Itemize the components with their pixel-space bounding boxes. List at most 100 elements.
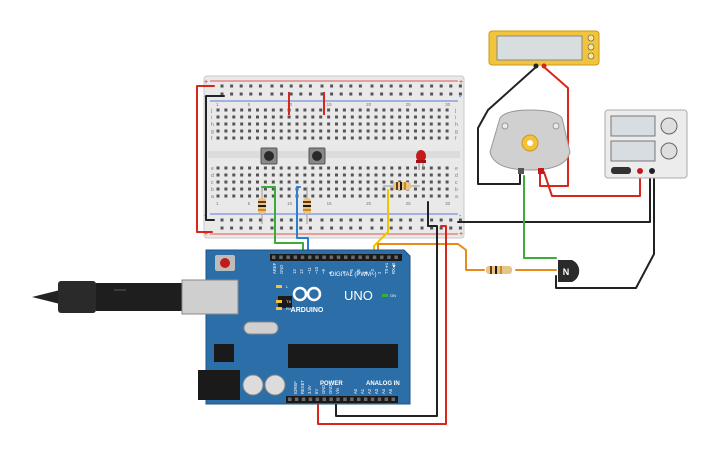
supply-voltage-knob-icon[interactable] xyxy=(660,117,678,135)
column-number: 10 xyxy=(287,201,293,206)
breadboard-hole xyxy=(429,187,433,191)
multimeter-knob-ohm-icon[interactable] xyxy=(587,52,595,60)
breadboard-hole xyxy=(271,187,275,191)
breadboard-hole xyxy=(303,187,307,191)
breadboard-hole xyxy=(311,136,315,140)
multimeter-knob-v-icon[interactable] xyxy=(587,43,595,51)
breadboard-hole xyxy=(406,115,410,119)
breadboard-hole xyxy=(335,129,338,133)
wire-green-motor-transistor[interactable] xyxy=(523,175,557,259)
resistor-1[interactable] xyxy=(258,187,266,224)
multimeter-knob-a-icon[interactable] xyxy=(587,34,595,42)
row-letter: e xyxy=(455,166,458,172)
digital-pin-labels: AREF GND 13 12 ~11 ~10 ~9 8 7 ~6 ~5 4 ~3… xyxy=(272,262,396,274)
wire-black-multimeter[interactable] xyxy=(477,66,537,185)
breadboard-hole xyxy=(398,194,402,198)
breadboard-hole xyxy=(421,187,425,191)
breadboard-hole xyxy=(311,187,315,191)
resistor-2-band-1 xyxy=(303,201,311,203)
wire-black-left-loop[interactable] xyxy=(205,95,225,221)
resistor-3[interactable] xyxy=(383,182,420,190)
breadboard-hole xyxy=(256,187,259,191)
breadboard-hole xyxy=(319,115,323,119)
rail-hole xyxy=(449,218,453,222)
breadboard-hole xyxy=(366,173,370,177)
resistor-2[interactable] xyxy=(303,187,311,224)
power-supply[interactable] xyxy=(604,109,688,179)
rail-hole xyxy=(308,226,312,230)
pushbutton-1[interactable] xyxy=(260,147,278,165)
header-pin xyxy=(315,397,320,401)
multimeter-display xyxy=(496,35,583,61)
dc-motor[interactable] xyxy=(489,109,571,174)
wire-black-gnd[interactable] xyxy=(335,201,438,417)
pushbutton-2-cap xyxy=(312,151,322,161)
header-pin xyxy=(322,397,326,401)
breadboard-hole xyxy=(382,108,386,112)
breadboard-hole xyxy=(232,187,236,191)
wire-black-supply-negative[interactable] xyxy=(457,171,651,223)
supply-power-switch[interactable] xyxy=(611,167,631,174)
breadboard[interactable]: jjiihhggffeeddccbbaa11551010151520202525… xyxy=(203,75,465,239)
breadboard-hole xyxy=(232,136,236,140)
logo-right-loop xyxy=(306,286,322,302)
breadboard-hole xyxy=(437,136,441,140)
pin-label-reset: RESET xyxy=(300,380,305,394)
usb-cable[interactable] xyxy=(32,281,186,313)
led-tx-indicator xyxy=(276,300,282,303)
wire-red-left-loop[interactable] xyxy=(196,85,215,233)
arduino-uno[interactable]: ARDUINO UNO DIGITAL (PWM~) POWER ANALOG … xyxy=(181,249,411,405)
wire-red-motor-supply[interactable] xyxy=(543,171,641,197)
wire-green-button1[interactable] xyxy=(261,186,304,257)
transistor-body xyxy=(558,260,580,282)
red-led[interactable] xyxy=(416,150,426,170)
breadboard-hole xyxy=(303,194,307,198)
breadboard-hole xyxy=(414,136,417,140)
rail-hole xyxy=(280,84,284,88)
rail-hole xyxy=(370,226,374,230)
logo-left-loop xyxy=(292,286,308,302)
breadboard-hole xyxy=(342,173,346,177)
rail-hole xyxy=(420,92,424,96)
rail-hole xyxy=(458,218,462,222)
wire-blue-button2[interactable] xyxy=(296,186,309,257)
rail-hole xyxy=(408,84,412,88)
dc-barrel-jack xyxy=(198,370,240,400)
pushbutton-2[interactable] xyxy=(308,147,326,165)
wire-orange-transistor[interactable] xyxy=(377,243,485,271)
rail-hole xyxy=(258,226,262,230)
breadboard-hole xyxy=(437,129,441,133)
breadboard-hole xyxy=(248,166,252,170)
rail-hole xyxy=(280,218,284,222)
rail-hole xyxy=(249,92,253,96)
breadboard-hole xyxy=(437,187,441,191)
row-letter: d xyxy=(211,173,214,179)
wire-black-emitter-supply[interactable] xyxy=(555,173,655,289)
breadboard-hole xyxy=(240,122,244,126)
breadboard-hole xyxy=(327,115,331,119)
breadboard-hole xyxy=(421,173,425,177)
npn-transistor[interactable]: N xyxy=(558,260,580,282)
supply-current-knob-icon[interactable] xyxy=(660,142,678,160)
breadboard-hole xyxy=(429,129,433,133)
breadboard-hole xyxy=(366,129,370,133)
breadboard-hole xyxy=(224,173,228,177)
rail-hole xyxy=(439,92,443,96)
resistor-4-band-3 xyxy=(500,266,502,274)
breadboard-hole xyxy=(248,180,252,184)
arduino-brand: ARDUINO xyxy=(291,307,324,314)
breadboard-hole xyxy=(263,108,267,112)
pin-label-rx0: RX◀0 xyxy=(391,262,396,274)
breadboard-hole xyxy=(445,129,449,133)
rail-hole xyxy=(349,84,353,88)
header-pin xyxy=(329,255,334,259)
digital-header-label: DIGITAL (PWM~) xyxy=(330,272,377,278)
breadboard-hole xyxy=(224,122,228,126)
rail-hole xyxy=(220,218,224,222)
wire-red-5v[interactable] xyxy=(317,225,447,425)
led-tx-label: TX xyxy=(286,299,291,304)
breadboard-hole xyxy=(263,115,267,119)
multimeter[interactable] xyxy=(488,30,600,69)
resistor-4[interactable] xyxy=(486,266,512,274)
wire-red-multimeter[interactable] xyxy=(539,66,569,187)
